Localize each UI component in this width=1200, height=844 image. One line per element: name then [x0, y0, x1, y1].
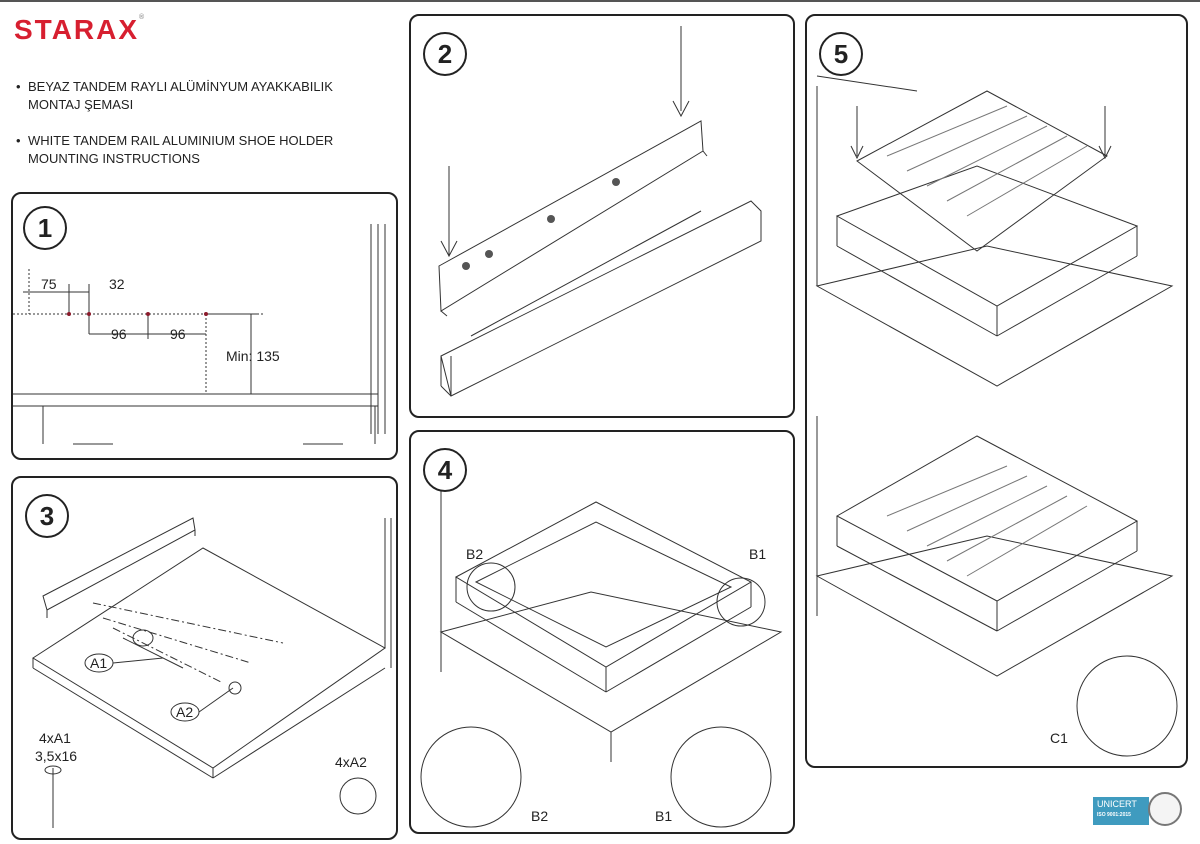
cert-standard: ISO 9001:2015 [1097, 812, 1131, 818]
step-5-panel: 5 C1 [805, 14, 1188, 768]
detail-label-b1: B1 [655, 808, 673, 824]
top-border [0, 0, 1200, 2]
dim-32: 32 [109, 276, 125, 292]
cap-quantity: 4xA2 [335, 754, 367, 770]
certification-seal-icon [1148, 792, 1182, 826]
step-1-panel: 1 75 32 96 96 Min: 135 [11, 192, 398, 460]
step-number-5: 5 [819, 32, 863, 76]
dim-min-135: Min: 135 [226, 348, 280, 364]
dim-96-b: 96 [170, 326, 186, 342]
dim-75: 75 [41, 276, 57, 292]
step-3-panel: 3 A1 A2 4xA1 3,5x16 4xA2 [11, 476, 398, 840]
cabinet-side-diagram [13, 224, 386, 445]
step-2-panel: 2 [409, 14, 795, 418]
step-4-panel: 4 B2 B1 B2 B1 [409, 430, 795, 834]
starax-logo: STARAX® [14, 14, 147, 45]
screw-quantity: 4xA1 [39, 730, 71, 746]
label-b2: B2 [466, 546, 484, 562]
label-b1: B1 [749, 546, 767, 562]
cert-name: UNICERT [1097, 799, 1137, 809]
step-number-4: 4 [423, 448, 467, 492]
intro-text: BEYAZ TANDEM RAYLI ALÜMİNYUM AYAKKABILIK… [14, 78, 358, 186]
detail-label-b2: B2 [531, 808, 549, 824]
rail-screw-diagram [32, 517, 392, 828]
drawer-frame-diagram [420, 482, 783, 828]
step-number-1: 1 [23, 206, 67, 250]
label-a1: A1 [90, 655, 108, 671]
rail-installation-diagram [438, 26, 762, 397]
screw-size: 3,5x16 [35, 748, 78, 764]
step-number-2: 2 [423, 32, 467, 76]
title-english: WHITE TANDEM RAIL ALUMINIUM SHOE HOLDER … [14, 132, 358, 168]
dim-96-a: 96 [111, 326, 127, 342]
shoe-rack-installation-diagram [815, 75, 1178, 757]
label-a2: A2 [176, 704, 194, 720]
label-c1: C1 [1050, 730, 1068, 746]
unicert-badge: UNICERT ISO 9001:2015 [1093, 797, 1149, 825]
step-number-3: 3 [25, 494, 69, 538]
title-turkish: BEYAZ TANDEM RAYLI ALÜMİNYUM AYAKKABILIK… [14, 78, 358, 114]
